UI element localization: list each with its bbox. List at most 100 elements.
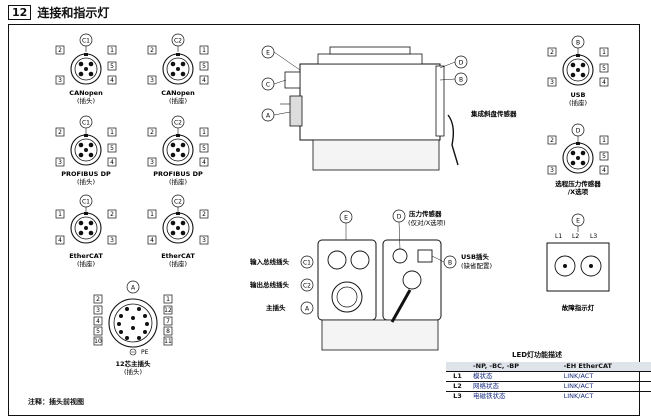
svg-text:5: 5 [602, 65, 606, 72]
svg-text:C1: C1 [82, 199, 90, 206]
svg-text:4: 4 [110, 159, 114, 166]
svg-text:4: 4 [110, 77, 114, 84]
svg-text:3: 3 [150, 77, 154, 84]
svg-text:D: D [576, 128, 581, 135]
ethercat-plug-connector: C1 1 2 4 3 EtherCAT (插座) [55, 194, 117, 268]
output-bus-plug-label: 输出总线插头 C2 [250, 278, 314, 292]
svg-text:D: D [459, 60, 464, 67]
device-callout-e: E [261, 45, 301, 71]
svg-text:D: D [397, 214, 402, 221]
svg-text:4: 4 [202, 159, 206, 166]
svg-text:C2: C2 [303, 283, 311, 290]
pressure-sensor-label: D 压力传感器 (仅对/X选项) [392, 209, 446, 250]
svg-text:3: 3 [550, 79, 554, 86]
svg-text:集成斜盘传感器: 集成斜盘传感器 [470, 109, 517, 118]
svg-text:1: 1 [202, 47, 206, 54]
svg-text:C2: C2 [174, 120, 182, 127]
svg-text:E: E [266, 50, 270, 57]
led-table-title: LED灯功能描述 [512, 351, 563, 359]
device-callout-d: D [439, 55, 468, 69]
main-plug-label: 主插头 A [266, 301, 314, 315]
svg-text:(插座): (插座) [169, 96, 187, 105]
svg-text:C2: C2 [174, 38, 182, 45]
svg-text:C2: C2 [174, 199, 182, 206]
svg-text:L1: L1 [555, 233, 562, 240]
svg-text:11: 11 [164, 338, 172, 345]
svg-text:4: 4 [602, 79, 606, 86]
section-header: 12 连接和指示灯 [8, 4, 109, 20]
svg-text:2: 2 [58, 47, 62, 54]
svg-text:E: E [576, 218, 580, 225]
svg-text:A: A [305, 306, 310, 313]
svg-text:B: B [459, 77, 463, 84]
svg-text:(插头): (插头) [77, 177, 95, 186]
table-row: L3 电磁铁状态 LINK/ACT [446, 391, 651, 401]
svg-text:2: 2 [150, 129, 154, 136]
svg-text:1: 1 [166, 296, 170, 303]
svg-text:2: 2 [550, 137, 554, 144]
svg-text:(缺省配置): (缺省配置) [461, 261, 492, 270]
svg-text:2: 2 [202, 211, 206, 218]
svg-text:选程压力传感器: 选程压力传感器 [555, 179, 601, 188]
svg-text:EtherCAT: EtherCAT [161, 252, 195, 260]
svg-text:EtherCAT: EtherCAT [69, 252, 103, 260]
page-title: 连接和指示灯 [37, 5, 110, 20]
svg-text:3: 3 [96, 307, 100, 314]
led-function-table: -NP, -BC, -BP -EH EtherCAT L1 模状态 LINK/A… [446, 362, 651, 401]
svg-text:2: 2 [150, 47, 154, 54]
svg-text:4: 4 [58, 237, 62, 244]
svg-text:A: A [131, 285, 136, 292]
svg-text:12芯主插头: 12芯主插头 [115, 359, 151, 368]
svg-text:PE: PE [141, 349, 149, 356]
svg-text:L3: L3 [590, 233, 597, 240]
svg-text:1: 1 [110, 47, 114, 54]
section-number: 12 [8, 4, 32, 20]
svg-text:4: 4 [602, 167, 606, 174]
svg-text:压力传感器: 压力传感器 [409, 209, 442, 218]
svg-text:1: 1 [58, 211, 62, 218]
svg-text:A: A [266, 113, 271, 120]
svg-text:5: 5 [110, 145, 114, 152]
main-12pin-connector: A 2 3 4 5 10 1 12 7 8 11 PE 12芯主插头 (插头) [93, 280, 173, 376]
integrated-sensor-label: 集成斜盘传感器 [470, 109, 517, 118]
table-row: L2 网络状态 LINK/ACT [446, 381, 651, 392]
svg-text:(插座): (插座) [569, 98, 587, 107]
svg-text:(插座): (插座) [77, 259, 95, 268]
profibus-socket-connector: C2 2 1 5 3 4 PROFIBUS DP (插座) [147, 115, 209, 186]
svg-text:3: 3 [150, 159, 154, 166]
usb-plug-label: B USB插头 (缺省配置) [431, 252, 492, 270]
svg-text:2: 2 [550, 49, 554, 56]
device-callout-c: C [261, 77, 287, 91]
svg-text:USB: USB [571, 91, 586, 99]
svg-text:输出总线插头: 输出总线插头 [250, 280, 290, 289]
front-view-drawing [317, 239, 442, 351]
svg-text:3: 3 [58, 77, 62, 84]
svg-text:2: 2 [110, 211, 114, 218]
connector-name: CANopen [69, 89, 103, 97]
valve-device-drawing [280, 46, 459, 171]
content-frame [8, 24, 640, 416]
svg-text:4: 4 [96, 318, 100, 325]
svg-text:(插座): (插座) [169, 177, 187, 186]
input-bus-plug-label: 输入总线插头 C1 [250, 255, 314, 269]
front-callout-e: E [339, 210, 353, 240]
svg-text:3: 3 [550, 167, 554, 174]
svg-text:CANopen: CANopen [161, 89, 195, 97]
svg-text:1: 1 [150, 211, 154, 218]
connector-id: C1 [82, 38, 90, 45]
svg-text:10: 10 [94, 338, 102, 345]
svg-text:(插头): (插头) [124, 367, 142, 376]
profibus-plug-connector: C1 2 1 5 3 4 PROFIBUS DP (插头) [55, 115, 117, 186]
svg-text:3: 3 [202, 237, 206, 244]
svg-text:5: 5 [110, 63, 114, 70]
table-row: L1 模状态 LINK/ACT [446, 371, 651, 382]
svg-text:故障指示灯: 故障指示灯 [562, 303, 595, 312]
canopen-socket-connector: C2 2 1 5 3 4 CANopen (插座) [147, 33, 209, 105]
svg-text:7: 7 [166, 318, 170, 325]
svg-text:4: 4 [150, 237, 154, 244]
svg-text:(插座): (插座) [169, 259, 187, 268]
svg-text:4: 4 [202, 77, 206, 84]
svg-text:B: B [576, 40, 580, 47]
ethercat-socket-connector: C2 1 2 4 3 EtherCAT (插座) [147, 194, 209, 268]
